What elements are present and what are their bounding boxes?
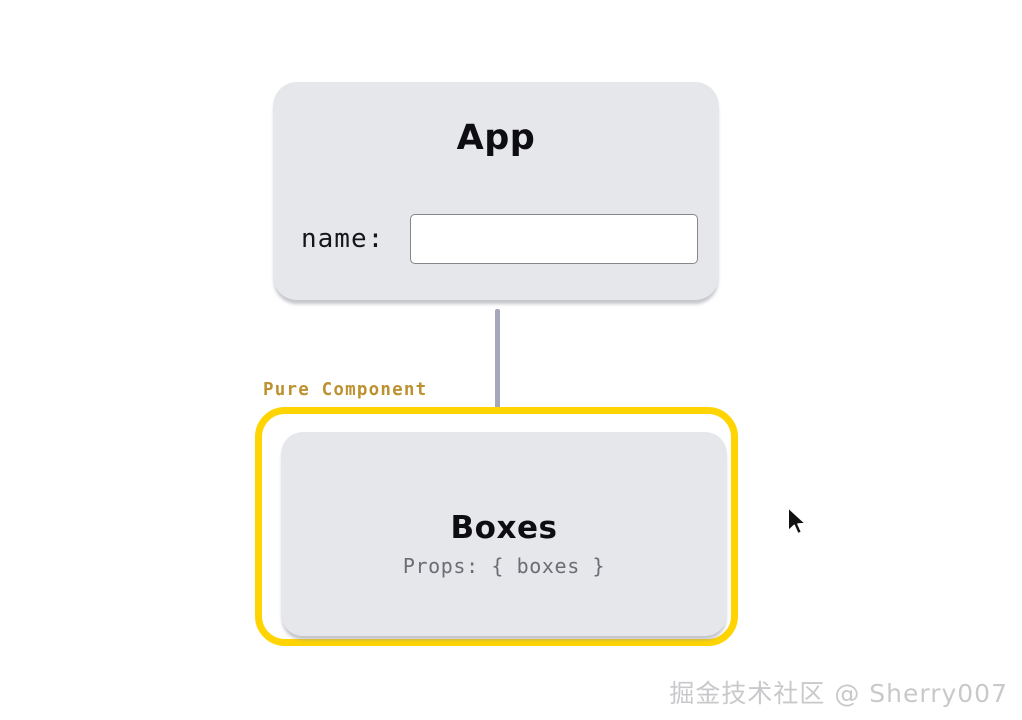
app-component-card: App name:	[273, 82, 719, 300]
tree-connector-line	[495, 309, 500, 412]
boxes-highlight-frame: Boxes Props: { boxes }	[255, 407, 738, 646]
pure-component-label: Pure Component	[263, 380, 428, 400]
boxes-props-text: Props: { boxes }	[402, 554, 606, 578]
name-field-label: name:	[301, 224, 385, 254]
app-card-title: App	[456, 118, 536, 158]
arrow-pointer-cursor	[787, 506, 807, 535]
watermark-text: 掘金技术社区 @ Sherry007	[669, 679, 1008, 708]
boxes-card-title: Boxes	[450, 510, 558, 546]
name-field-row: name:	[273, 210, 719, 268]
boxes-component-card: Boxes Props: { boxes }	[281, 432, 727, 636]
name-input[interactable]	[410, 214, 699, 264]
